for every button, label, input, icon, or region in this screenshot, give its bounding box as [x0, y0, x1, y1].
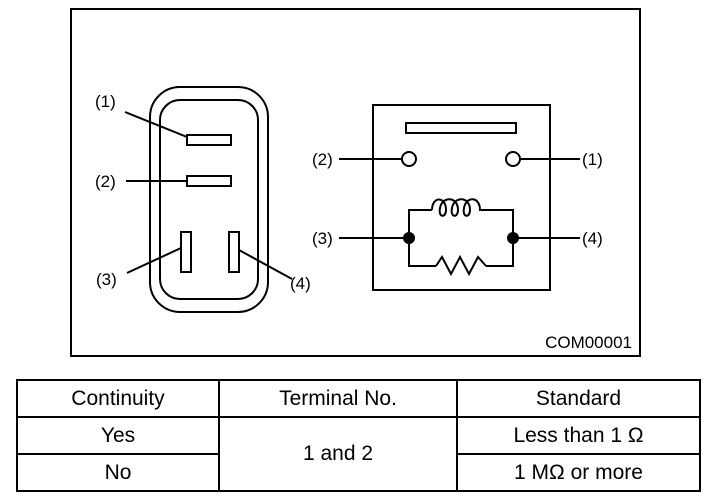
table-header-row: Continuity Terminal No. Standard [16, 379, 701, 418]
leader-line-4 [238, 249, 293, 280]
relay-diagram: (1) (2) (3) (4) (2) (1) (3) (4) COM00001 [70, 8, 641, 357]
relay-body [372, 104, 551, 291]
relay-node-3 [403, 232, 415, 244]
header-terminal-no: Terminal No. [218, 379, 458, 418]
relay-label-2: (2) [312, 150, 333, 169]
relay-resistor [435, 254, 487, 277]
relay-contact-bar [405, 122, 517, 134]
connector-terminal-3 [180, 231, 192, 273]
header-continuity: Continuity [16, 379, 220, 418]
connector-inner-shell [159, 99, 259, 300]
connector-terminal-1 [186, 134, 232, 146]
relay-label-1: (1) [582, 150, 603, 169]
connector-label-4: (4) [290, 274, 311, 293]
figure-frame [70, 8, 641, 357]
cell-standard: 1 MΩ or more [456, 453, 701, 492]
relay-label-3: (3) [312, 229, 333, 248]
leader-line-3 [126, 247, 182, 274]
relay-wiring [408, 209, 514, 267]
cell-terminal-no: 1 and 2 [218, 416, 458, 492]
figure-code: COM00001 [545, 333, 632, 352]
connector-label-2: (2) [95, 172, 116, 191]
relay-coil [431, 198, 491, 217]
cell-continuity: Yes [16, 416, 220, 455]
connector-terminal-2 [186, 175, 232, 187]
cell-continuity: No [16, 453, 220, 492]
connector-label-1: (1) [95, 92, 116, 111]
connector: (1) (2) (3) (4) [95, 86, 311, 313]
connector-label-3: (3) [96, 270, 117, 289]
cell-standard: Less than 1 Ω [456, 416, 701, 455]
continuity-table: Continuity Terminal No. Standard Yes 1 a… [16, 379, 701, 492]
table-row: No 1 MΩ or more [16, 453, 701, 492]
relay-node-4 [507, 232, 519, 244]
relay-label-4: (4) [582, 229, 603, 248]
relay-terminal-2 [401, 151, 417, 167]
connector-terminal-4 [228, 231, 240, 273]
leader-line-1 [124, 111, 188, 138]
relay-terminal-1 [505, 151, 521, 167]
relay-schematic: (2) (1) (3) (4) [312, 104, 603, 291]
table-row: Yes 1 and 2 Less than 1 Ω [16, 416, 701, 492]
header-standard: Standard [456, 379, 701, 418]
connector-outer-shell [149, 86, 269, 313]
